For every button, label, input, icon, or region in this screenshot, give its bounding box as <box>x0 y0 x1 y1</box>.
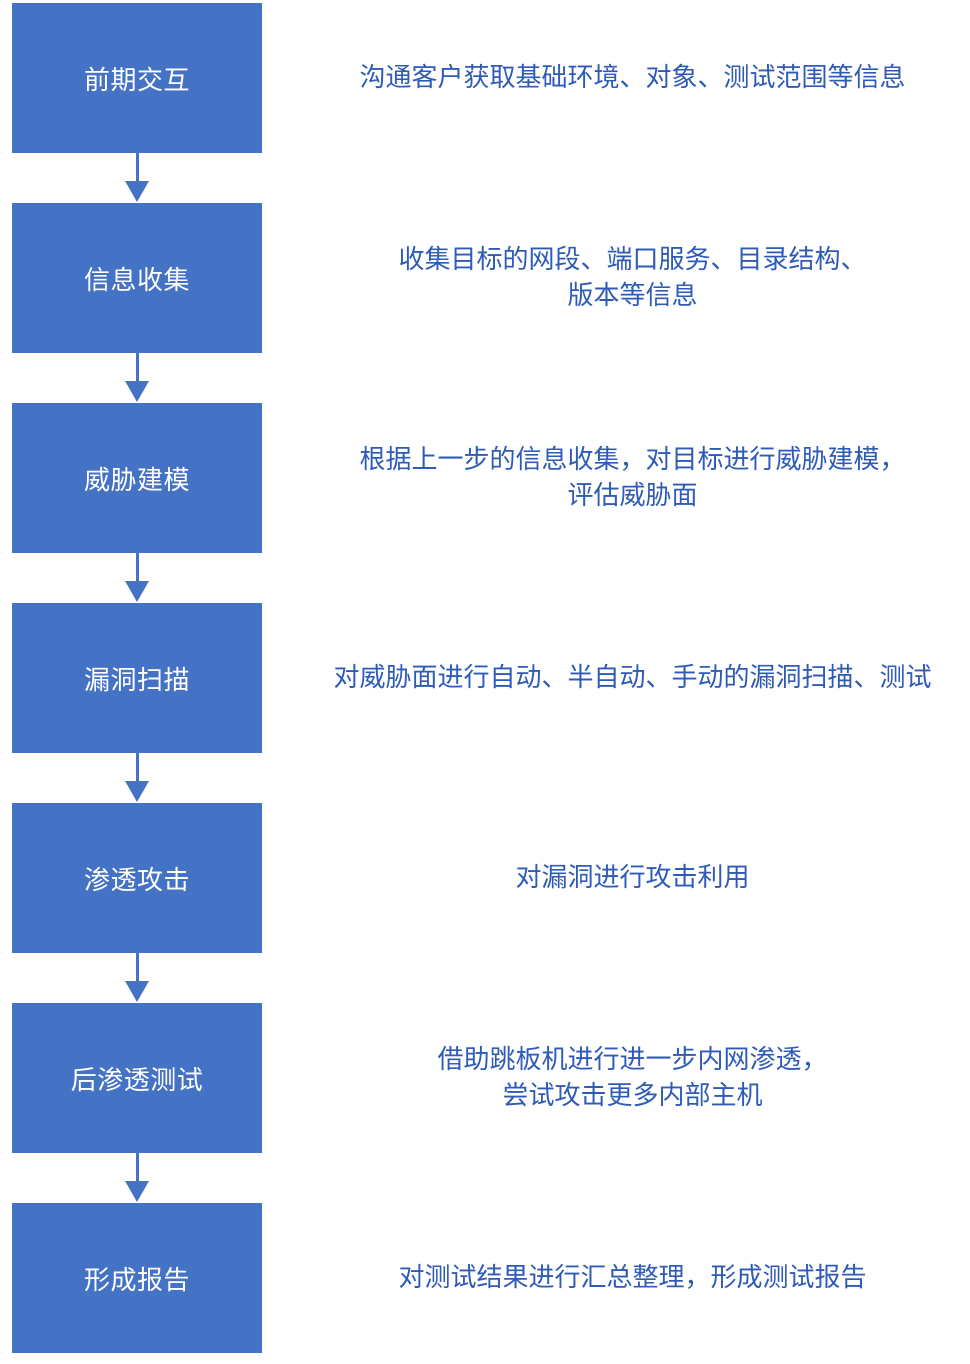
step-description-6: 借助跳板机进行进一步内网渗透， 尝试攻击更多内部主机 <box>300 1003 965 1153</box>
step-box-4: 漏洞扫描 <box>12 603 262 753</box>
step-box-5: 渗透攻击 <box>12 803 262 953</box>
arrow-head-icon <box>125 981 149 1002</box>
arrow-head-icon <box>125 581 149 602</box>
step-description-text-4: 对威胁面进行自动、半自动、手动的漏洞扫描、测试 <box>333 663 932 693</box>
step-box-7: 形成报告 <box>12 1203 262 1353</box>
step-box-2: 信息收集 <box>12 203 262 353</box>
step-description-4: 对威胁面进行自动、半自动、手动的漏洞扫描、测试 <box>300 603 965 753</box>
step-description-text-7: 对测试结果进行汇总整理，形成测试报告 <box>398 1263 867 1293</box>
step-label-7: 形成报告 <box>83 1265 190 1296</box>
arrow-shaft <box>135 953 139 983</box>
step-description-2: 收集目标的网段、端口服务、目录结构、 版本等信息 <box>300 203 965 353</box>
step-description-text-5: 对漏洞进行攻击利用 <box>515 863 750 893</box>
step-description-7: 对测试结果进行汇总整理，形成测试报告 <box>300 1203 965 1353</box>
step-box-1: 前期交互 <box>12 3 262 153</box>
arrow-shaft <box>135 353 139 383</box>
arrow-shaft <box>135 153 139 183</box>
arrow-head-icon <box>125 781 149 802</box>
step-box-6: 后渗透测试 <box>12 1003 262 1153</box>
step-description-text-6: 借助跳板机进行进一步内网渗透， 尝试攻击更多内部主机 <box>437 1045 828 1111</box>
arrow-shaft <box>135 753 139 783</box>
arrow-shaft <box>135 553 139 583</box>
step-label-4: 漏洞扫描 <box>83 665 190 696</box>
step-description-5: 对漏洞进行攻击利用 <box>300 803 965 953</box>
step-description-text-2: 收集目标的网段、端口服务、目录结构、 版本等信息 <box>398 245 867 311</box>
step-box-3: 威胁建模 <box>12 403 262 553</box>
step-label-6: 后渗透测试 <box>70 1065 204 1096</box>
arrow-head-icon <box>125 181 149 202</box>
step-description-3: 根据上一步的信息收集，对目标进行威胁建模， 评估威胁面 <box>300 403 965 553</box>
step-label-3: 威胁建模 <box>83 465 190 496</box>
step-label-5: 渗透攻击 <box>83 865 190 896</box>
step-label-2: 信息收集 <box>83 265 190 296</box>
arrow-shaft <box>135 1153 139 1183</box>
step-description-1: 沟通客户获取基础环境、对象、测试范围等信息 <box>300 3 965 153</box>
step-description-text-1: 沟通客户获取基础环境、对象、测试范围等信息 <box>359 63 906 93</box>
arrow-head-icon <box>125 381 149 402</box>
step-description-text-3: 根据上一步的信息收集，对目标进行威胁建模， 评估威胁面 <box>359 445 906 511</box>
arrow-head-icon <box>125 1181 149 1202</box>
step-label-1: 前期交互 <box>83 65 190 96</box>
